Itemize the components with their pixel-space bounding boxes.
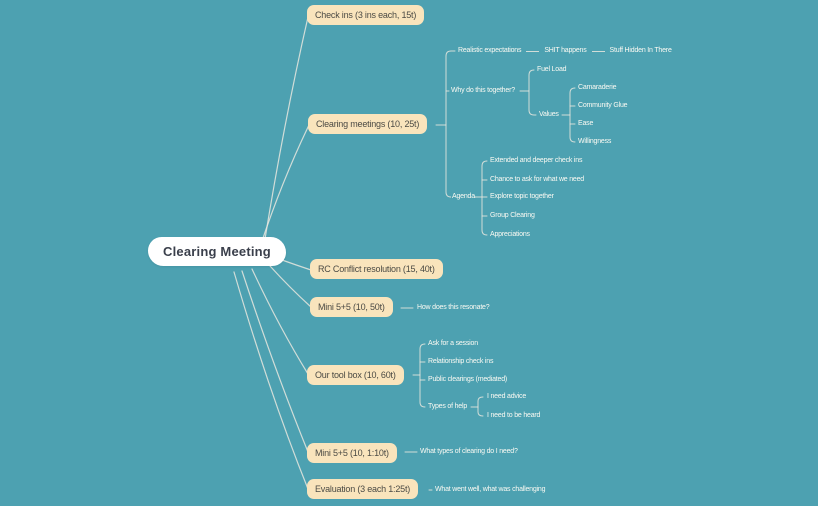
label-agenda[interactable]: Agenda: [452, 193, 475, 200]
topic-evaluation[interactable]: Evaluation (3 each 1:25t): [307, 479, 419, 499]
topic-mini-5-5-50t[interactable]: Mini 5+5 (10, 50t): [310, 297, 393, 317]
label-camaraderie[interactable]: Camaraderie: [578, 84, 617, 91]
chain-realistic-expectations: Realistic expectations SHIT happens Stuf…: [458, 47, 672, 55]
label-explore-topic[interactable]: Explore topic together: [490, 193, 554, 200]
topic-clearing-meetings[interactable]: Clearing meetings (10, 25t): [308, 114, 428, 134]
label-i-need-advice[interactable]: I need advice: [487, 393, 527, 400]
topic-check-ins[interactable]: Check ins (3 ins each, 15t): [307, 5, 425, 25]
label-why-do-this-together[interactable]: Why do this together?: [451, 87, 515, 94]
connector-dash: [526, 50, 540, 52]
topic-our-tool-box[interactable]: Our tool box (10, 60t): [307, 365, 404, 385]
label-relationship-check-ins[interactable]: Relationship check ins: [428, 358, 494, 365]
label-ask-for-a-session[interactable]: Ask for a session: [428, 340, 478, 347]
label-stuff-hidden-in-there[interactable]: Stuff Hidden In There: [609, 47, 672, 54]
label-values[interactable]: Values: [539, 111, 559, 118]
topic-rc-conflict-resolution[interactable]: RC Conflict resolution (15, 40t): [310, 259, 443, 279]
label-shit-happens[interactable]: SHIT happens: [544, 47, 587, 54]
label-community-glue[interactable]: Community Glue: [578, 102, 628, 109]
connector-dash: [591, 50, 605, 52]
label-willingness[interactable]: Willingness: [578, 138, 612, 145]
label-chance-to-ask[interactable]: Chance to ask for what we need: [490, 176, 585, 183]
label-extended-check-ins[interactable]: Extended and deeper check ins: [490, 157, 583, 164]
label-how-does-this-resonate[interactable]: How does this resonate?: [417, 304, 490, 311]
label-group-clearing[interactable]: Group Clearing: [490, 212, 535, 219]
label-appreciations[interactable]: Appreciations: [490, 231, 530, 238]
root-topic[interactable]: Clearing Meeting: [148, 237, 286, 266]
label-types-of-help[interactable]: Types of help: [428, 403, 468, 410]
topic-mini-5-5-110t[interactable]: Mini 5+5 (10, 1:10t): [307, 443, 397, 463]
label-public-clearings[interactable]: Public clearings (mediated): [428, 376, 508, 383]
label-ease[interactable]: Ease: [578, 120, 594, 127]
label-what-went-well[interactable]: What went well, what was challenging: [435, 486, 546, 493]
label-i-need-to-be-heard[interactable]: I need to be heard: [487, 412, 541, 419]
label-fuel-load[interactable]: Fuel Load: [537, 66, 567, 73]
label-what-types-of-clearing[interactable]: What types of clearing do I need?: [420, 448, 518, 455]
label-realistic-expectations[interactable]: Realistic expectations: [458, 47, 522, 54]
